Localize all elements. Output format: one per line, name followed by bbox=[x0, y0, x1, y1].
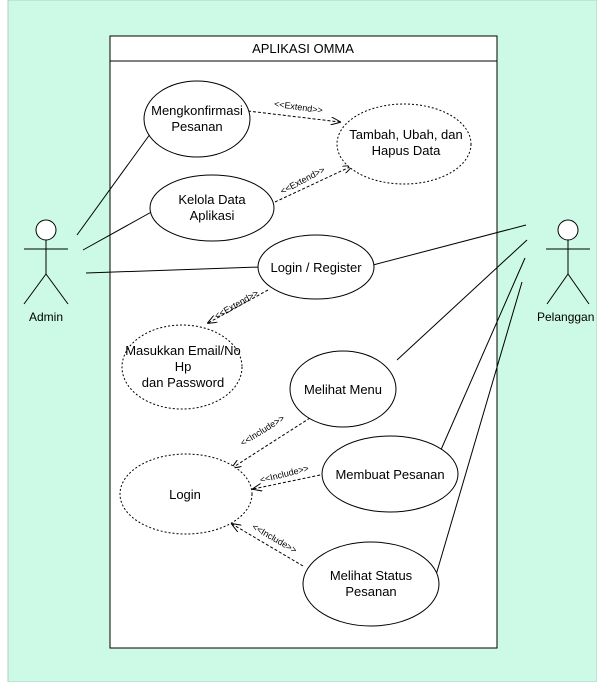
assoc-pelanggan-login-register bbox=[372, 224, 527, 266]
extend-arrow-2 bbox=[274, 166, 352, 203]
svg-text:Mengkonfirmasi: Mengkonfirmasi bbox=[151, 103, 243, 118]
svg-text:Hp: Hp bbox=[175, 359, 192, 374]
actor-pelanggan-label: Pelanggan bbox=[537, 310, 594, 324]
include-arrow-3 bbox=[232, 524, 304, 567]
use-case-login-register: Login / Register bbox=[257, 234, 375, 300]
svg-text:Masukkan Email/No: Masukkan Email/No bbox=[125, 343, 241, 358]
svg-text:Login / Register: Login / Register bbox=[270, 260, 362, 275]
actor-pelanggan-head bbox=[557, 219, 579, 241]
use-case-tambah: Tambah, Ubah, dan Hapus Data bbox=[336, 103, 472, 185]
actor-admin-head bbox=[35, 219, 57, 241]
associations bbox=[76, 129, 528, 576]
svg-text:Melihat Status: Melihat Status bbox=[330, 568, 413, 583]
svg-text:Kelola Data: Kelola Data bbox=[178, 192, 246, 207]
use-case-login: Login bbox=[119, 453, 253, 535]
assoc-admin-login-register bbox=[85, 266, 261, 274]
svg-text:Login: Login bbox=[169, 487, 201, 502]
assoc-pelanggan-melihat-status bbox=[435, 281, 523, 576]
svg-text:Tambah, Ubah, dan: Tambah, Ubah, dan bbox=[349, 127, 462, 142]
assoc-pelanggan-membuat-pesanan bbox=[439, 257, 526, 453]
use-case-konfirmasi: Mengkonfirmasi Pesanan bbox=[143, 80, 251, 158]
svg-text:Pesanan: Pesanan bbox=[345, 584, 396, 599]
extend-arrow-1 bbox=[247, 110, 340, 122]
include-arrow-1 bbox=[232, 417, 311, 468]
svg-text:dan Password: dan Password bbox=[142, 375, 224, 390]
extend-arrow-3 bbox=[208, 289, 269, 323]
svg-text:Aplikasi: Aplikasi bbox=[190, 208, 235, 223]
svg-text:Membuat Pesanan: Membuat Pesanan bbox=[335, 467, 444, 482]
system-title: APLIKASI OMMA bbox=[252, 41, 354, 56]
actor-admin: Admin bbox=[23, 219, 69, 324]
include-arrow-2 bbox=[253, 473, 326, 489]
svg-text:Pesanan: Pesanan bbox=[171, 119, 222, 134]
dependencies bbox=[208, 110, 352, 567]
use-case-membuat-pesanan: Membuat Pesanan bbox=[321, 435, 459, 513]
assoc-admin-kelola bbox=[82, 209, 156, 251]
use-case-melihat-status: Melihat Status Pesanan bbox=[302, 541, 440, 627]
use-case-melihat-menu: Melihat Menu bbox=[289, 350, 397, 428]
svg-text:Hapus Data: Hapus Data bbox=[372, 143, 441, 158]
assoc-admin-konfirmasi bbox=[76, 129, 154, 236]
assoc-pelanggan-melihat-menu bbox=[396, 239, 528, 361]
use-case-masukkan: Masukkan Email/No Hp dan Password bbox=[121, 324, 243, 410]
actor-admin-label: Admin bbox=[29, 310, 63, 324]
use-case-kelola: Kelola Data Aplikasi bbox=[149, 174, 275, 242]
svg-text:Melihat Menu: Melihat Menu bbox=[304, 382, 382, 397]
actor-pelanggan: Pelanggan bbox=[537, 219, 594, 324]
